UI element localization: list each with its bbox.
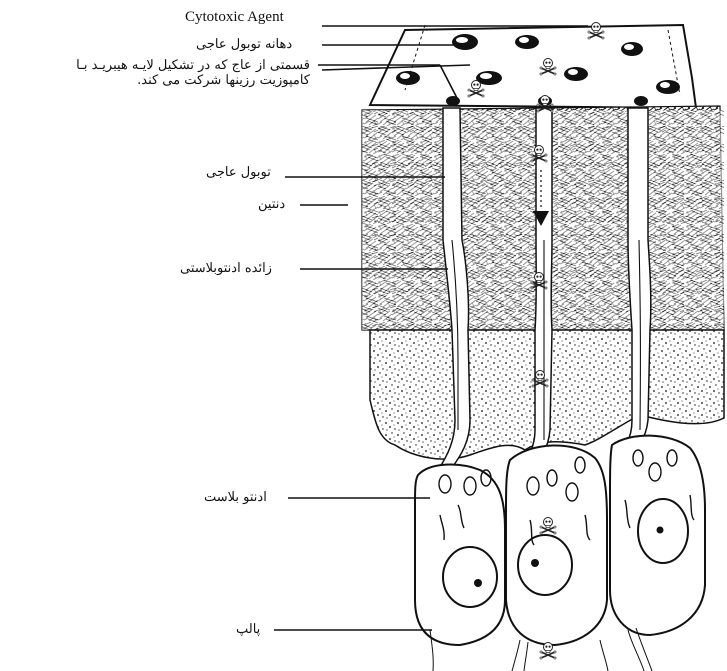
label-tubule-mouth: دهانه توبول عاجی [196,38,292,52]
label-cytotoxic-agent: Cytotoxic Agent [185,10,284,24]
label-hybrid-layer-line1: قسمتی از عاج که در تشکیل لایـه هیبریـد ب… [18,59,310,73]
label-hybrid-layer-line2: کامپوزیت رزینها شرکت می کند. [18,74,310,88]
label-odontoblast-process: زائده ادنتوبلاستی [180,262,272,276]
label-dentin: دنتین [258,198,285,212]
label-dentinal-tubule: توبول عاجی [206,166,271,180]
label-pulp: پالپ [236,623,260,637]
label-odontoblast: ادنتو بلاست [204,491,267,505]
